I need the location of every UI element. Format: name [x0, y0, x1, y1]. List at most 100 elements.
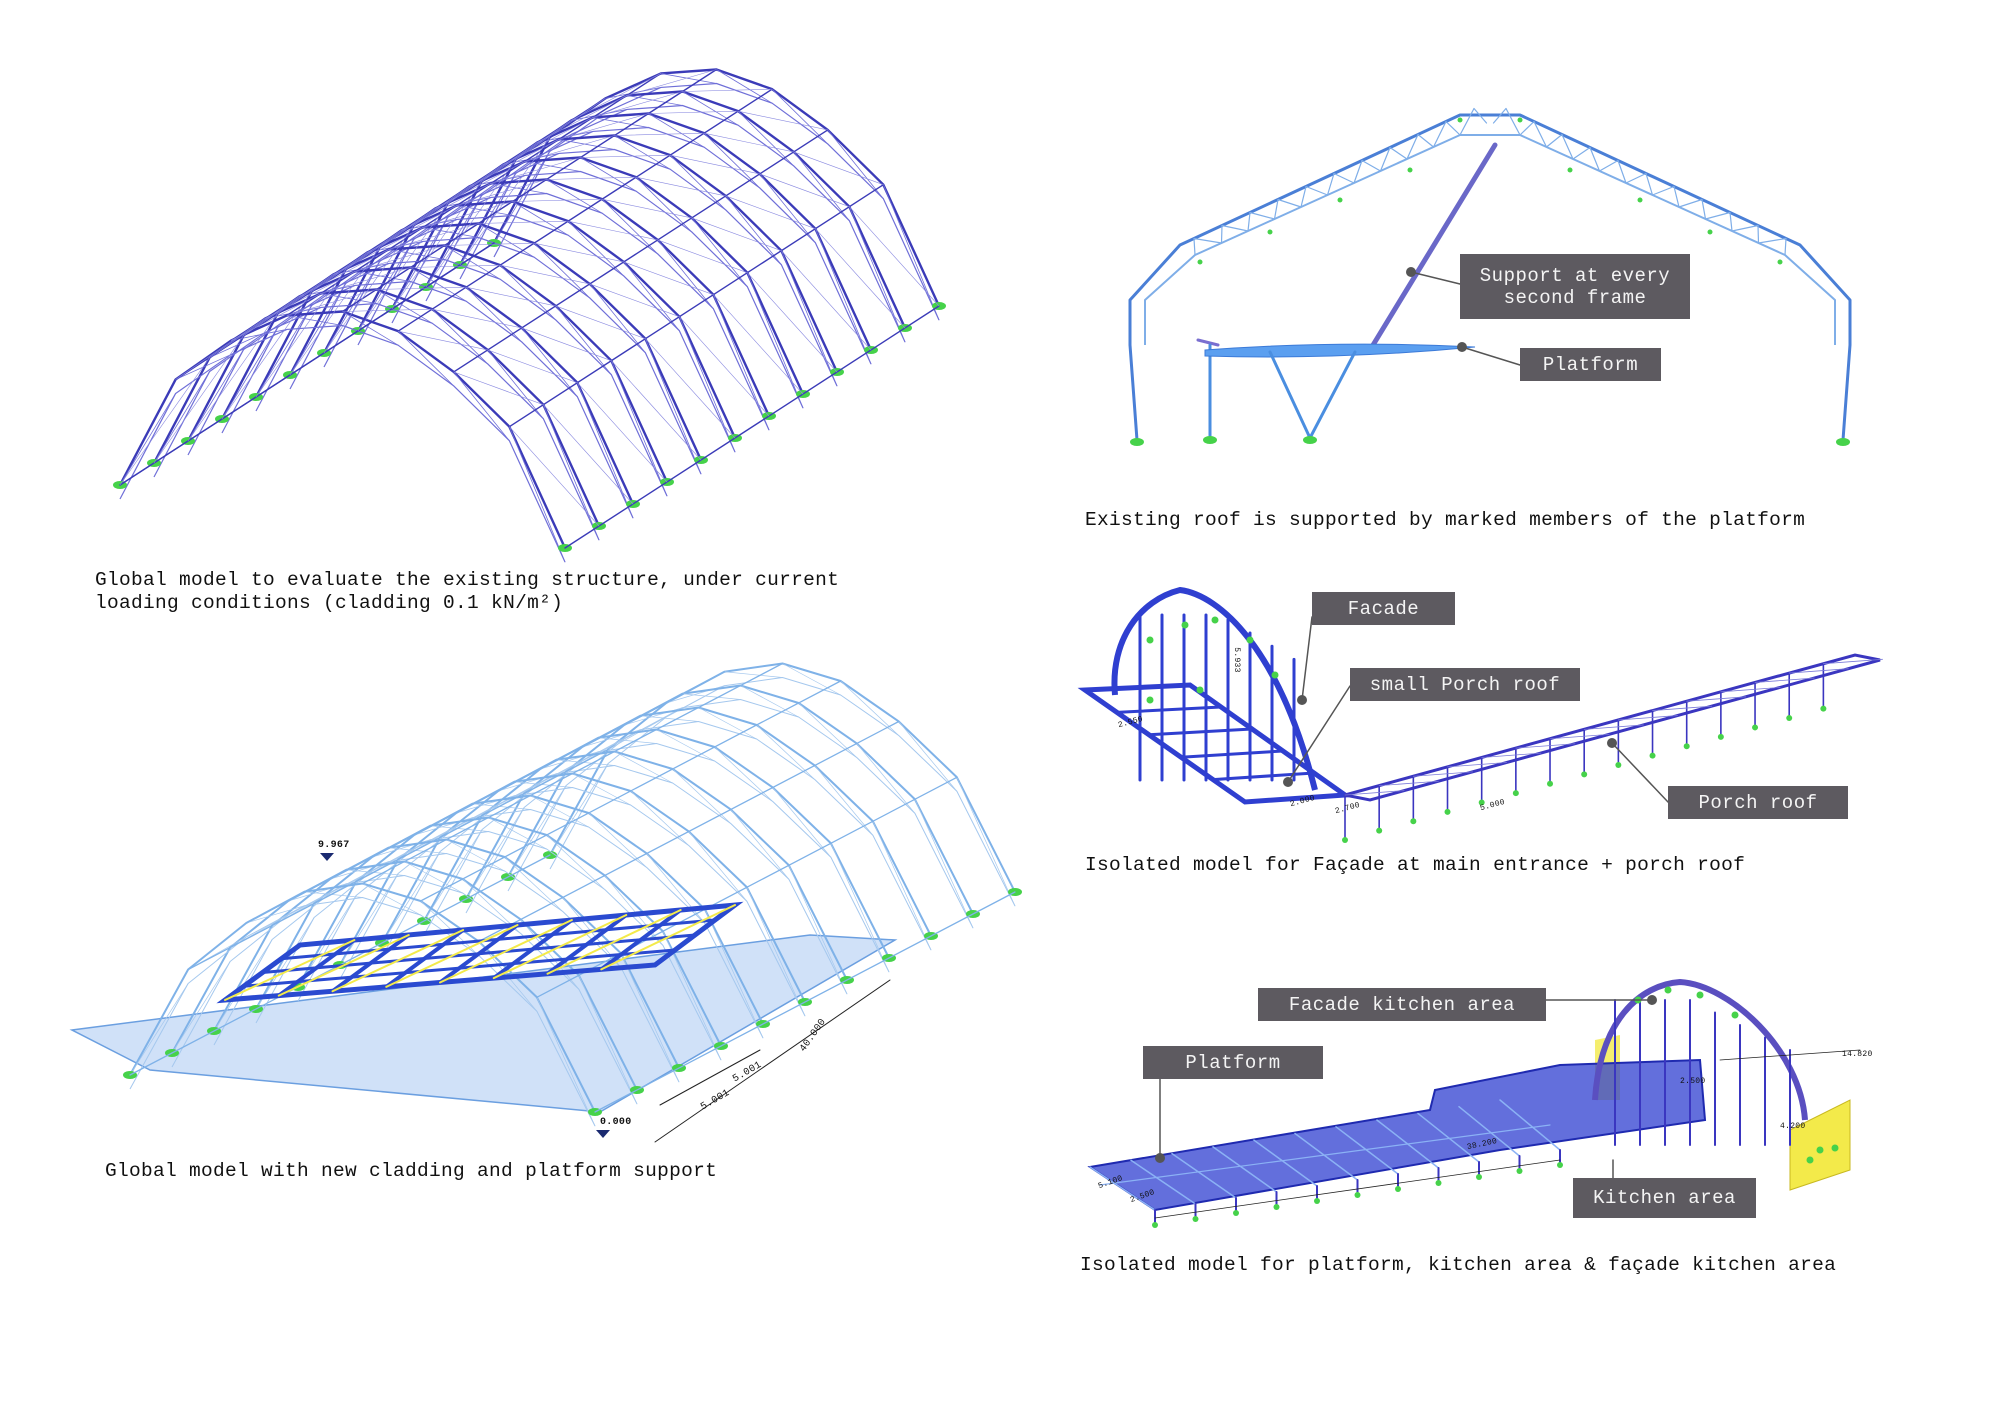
truss-web: [1389, 146, 1408, 160]
truss-web: [1589, 146, 1601, 172]
label-kitchen: Kitchen area: [1573, 1178, 1756, 1218]
label-support: Support at every second frame: [1460, 254, 1690, 319]
leader-line: [1611, 742, 1669, 803]
truss-web: [1784, 237, 1787, 256]
truss-web: [1505, 107, 1521, 136]
truss-web: [1220, 224, 1223, 244]
node: [1181, 621, 1189, 629]
purlin: [361, 662, 784, 885]
dim-facade-h: 5.933: [1231, 647, 1241, 673]
leader-line: [1301, 616, 1313, 701]
truss-web: [1598, 159, 1619, 172]
purlin: [453, 129, 829, 373]
node: [1196, 686, 1204, 694]
truss-web: [1701, 198, 1707, 220]
truss-web: [1273, 198, 1279, 220]
truss-web: [1617, 159, 1627, 184]
truss-web: [1417, 133, 1435, 148]
platform-bracing: [546, 909, 682, 975]
label-porch: Porch roof: [1668, 786, 1848, 819]
purlin: [508, 183, 885, 428]
support-node: [1203, 436, 1217, 444]
purlin: [341, 68, 718, 313]
truss-web: [1473, 107, 1488, 124]
truss-web: [1193, 237, 1196, 256]
platform-grid: [1335, 1126, 1399, 1175]
support-node: [1152, 1222, 1158, 1228]
dim-line: [1154, 1159, 1561, 1219]
platform-grid: [1089, 1166, 1156, 1211]
label-platform-top: Platform: [1520, 348, 1661, 381]
purlin: [419, 680, 842, 902]
platform-member: [1204, 343, 1476, 358]
support-node: [1557, 1162, 1563, 1168]
support-node: [1476, 1174, 1482, 1180]
node: [1211, 616, 1219, 624]
platform-grid: [1130, 1159, 1197, 1205]
node: [1664, 986, 1672, 994]
platform-grid: [1458, 1105, 1521, 1157]
platform-slab: [1087, 1058, 1707, 1212]
truss-web: [1625, 172, 1647, 184]
truss-web: [1519, 120, 1535, 136]
truss-web: [1379, 146, 1391, 172]
truss-web: [1221, 224, 1249, 232]
truss-web: [1193, 237, 1223, 244]
dim-line: [654, 979, 891, 1143]
truss-web: [1247, 211, 1251, 232]
truss-web: [1406, 133, 1419, 160]
truss-web: [1353, 159, 1363, 184]
platform-bracing: [224, 939, 356, 1001]
node: [1696, 991, 1704, 999]
purlin: [286, 72, 662, 317]
platform-bracing: [385, 924, 519, 988]
facade-arch: [1111, 586, 1318, 791]
platform-grid: [1253, 1139, 1318, 1187]
support-node: [1395, 1186, 1401, 1192]
truss-web: [1651, 185, 1675, 196]
support-node: [1303, 436, 1317, 444]
node: [1816, 1146, 1824, 1154]
truss-web: [1678, 198, 1703, 208]
node: [1246, 636, 1254, 644]
purlin: [594, 891, 1016, 1113]
support-node: [1836, 438, 1850, 446]
purlin: [187, 748, 609, 971]
node: [1731, 1011, 1739, 1019]
truss-web: [1432, 120, 1447, 148]
elev-top: 9.967: [318, 840, 350, 851]
support-member: [1367, 142, 1498, 353]
purlin: [245, 702, 667, 924]
dim-kit-a: 14.820: [1842, 1050, 1873, 1059]
platform-bracing: [331, 929, 465, 993]
platform-grid: [1417, 1112, 1480, 1163]
dim-line: [659, 1049, 761, 1106]
platform-grid: [1294, 1132, 1359, 1181]
purlin: [536, 776, 958, 998]
truss-bottom-chord: [1144, 134, 1836, 345]
truss-web: [1757, 224, 1760, 244]
leader-line: [1410, 271, 1461, 285]
caption-global-new: Global model with new cladding and platf…: [105, 1160, 718, 1182]
dim-kit-b: 2.500: [1680, 1077, 1706, 1086]
caption-facade-porch: Isolated model for Façade at main entran…: [1085, 854, 1746, 876]
truss-web: [1333, 172, 1355, 184]
purlin: [478, 720, 900, 943]
truss-web: [1300, 185, 1307, 208]
truss-web: [1445, 120, 1461, 136]
truss-web: [1757, 237, 1787, 244]
label-facade-kitchen: Facade kitchen area: [1258, 988, 1546, 1021]
label-platform-bottom: Platform: [1143, 1046, 1323, 1079]
truss-web: [1249, 211, 1276, 220]
platform-bracing: [277, 934, 410, 997]
label-small-porch: small Porch roof: [1350, 668, 1580, 701]
column: [1128, 343, 1139, 442]
kitchen-wall: [1789, 1099, 1851, 1191]
porch-roof: [1344, 653, 1881, 802]
platform-grid: [1499, 1099, 1561, 1151]
support-node: [1354, 1192, 1361, 1198]
purlin: [564, 305, 940, 549]
truss-web: [1729, 211, 1733, 232]
truss-web: [1326, 172, 1335, 196]
